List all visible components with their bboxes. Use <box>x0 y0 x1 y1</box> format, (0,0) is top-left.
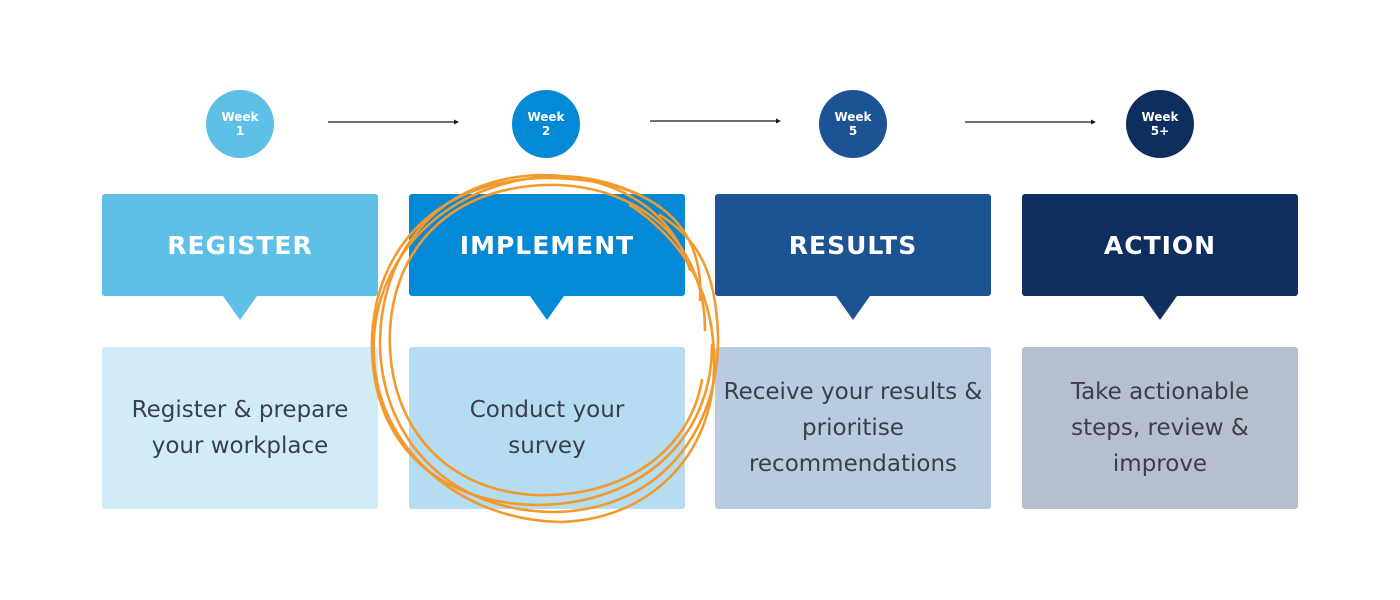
step-title: REGISTER <box>167 230 313 260</box>
week-label: Week <box>1141 110 1179 124</box>
week-number: 2 <box>541 124 551 138</box>
step-title: RESULTS <box>788 230 918 260</box>
week-label: Week <box>221 110 259 124</box>
implement-header: IMPLEMENT <box>409 194 685 296</box>
pointer-down-icon <box>223 296 257 320</box>
week-2-circle: Week 2 <box>512 90 580 158</box>
week-1-circle: Week 1 <box>206 90 274 158</box>
week-number: 5+ <box>1150 124 1170 138</box>
arrow-right-icon <box>328 119 459 125</box>
arrow-right-icon <box>650 118 781 124</box>
step-description: Receive your results & prioritise recomm… <box>723 379 983 477</box>
pointer-down-icon <box>1143 296 1177 320</box>
step-description: Take actionable steps, review & improve <box>1070 379 1250 477</box>
pointer-down-icon <box>530 296 564 320</box>
results-header: RESULTS <box>715 194 991 296</box>
week-5-circle: Week 5 <box>819 90 887 158</box>
register-header: REGISTER <box>102 194 378 296</box>
week-label: Week <box>527 110 565 124</box>
step-title: IMPLEMENT <box>459 230 635 260</box>
action-header: ACTION <box>1022 194 1298 296</box>
pointer-down-icon <box>836 296 870 320</box>
week-number: 1 <box>235 124 245 138</box>
arrow-right-icon <box>965 119 1096 125</box>
week-number: 5 <box>848 124 858 138</box>
week-5-plus-circle: Week 5+ <box>1126 90 1194 158</box>
step-description: Conduct your survey <box>469 397 625 459</box>
step-description: Register & prepare your workplace <box>131 397 349 459</box>
register-description: Register & prepare your workplace <box>102 347 378 509</box>
step-title: ACTION <box>1103 230 1217 260</box>
week-label: Week <box>834 110 872 124</box>
action-description: Take actionable steps, review & improve <box>1022 347 1298 509</box>
results-description: Receive your results & prioritise recomm… <box>715 347 991 509</box>
implement-description: Conduct your survey <box>409 347 685 509</box>
